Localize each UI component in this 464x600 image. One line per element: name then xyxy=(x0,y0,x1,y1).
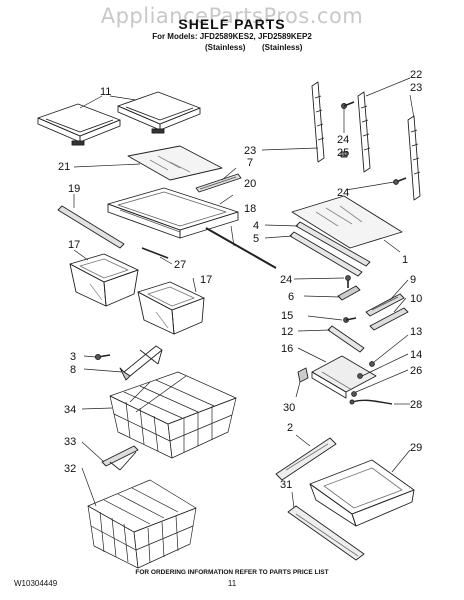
part-30-clip xyxy=(297,367,309,383)
callout-24-lower: 24 xyxy=(280,274,292,286)
callout-8: 8 xyxy=(70,364,76,376)
callout-22: 22 xyxy=(410,69,422,81)
callout-29: 29 xyxy=(410,442,422,454)
callout-14: 14 xyxy=(410,349,422,361)
callout-24-upper: 24 xyxy=(337,134,349,146)
callout-30: 30 xyxy=(283,402,295,414)
leader-lines xyxy=(73,77,415,509)
part-20-shelf-frame xyxy=(107,187,239,239)
part-2-slide-bar xyxy=(275,437,337,481)
callout-33: 33 xyxy=(64,436,76,448)
part-7-shelf-bracket xyxy=(195,173,242,193)
ordering-note: FOR ORDERING INFORMATION REFER TO PARTS … xyxy=(135,569,329,576)
callout-32: 32 xyxy=(64,463,76,475)
callout-28: 28 xyxy=(410,399,422,411)
part-17-storage-bin-left xyxy=(69,253,139,307)
callout-16: 16 xyxy=(281,343,293,355)
part-11-shelf-frame-left xyxy=(37,103,121,146)
callout-5: 5 xyxy=(253,233,259,245)
part-26-screw xyxy=(351,391,357,397)
part-3-screw xyxy=(94,353,111,361)
callout-7: 7 xyxy=(247,157,253,169)
part-13-screw xyxy=(369,361,375,367)
part-28-wire xyxy=(349,399,393,405)
callout-6: 6 xyxy=(288,291,294,303)
part-12-rail xyxy=(327,325,365,353)
part-29-crisper-tray xyxy=(309,459,415,527)
callout-9: 9 xyxy=(410,274,416,286)
part-11-shelf-frame-right xyxy=(117,91,201,134)
page-number: 11 xyxy=(227,579,237,588)
part-16-bracket-assembly xyxy=(311,355,377,399)
callout-4: 4 xyxy=(253,220,259,232)
part-18-shelf-rod xyxy=(205,227,277,269)
callout-31: 31 xyxy=(280,479,292,491)
callout-27: 27 xyxy=(174,259,186,271)
part-5-shelf-trim xyxy=(289,231,363,277)
part-22-shelf-ladder-center xyxy=(357,91,371,173)
part-33-basket-bracket xyxy=(101,445,139,471)
part-31-cover-strip xyxy=(287,505,365,561)
part-17-storage-bin-right xyxy=(137,281,205,335)
callout-15: 15 xyxy=(281,310,293,322)
callout-23-left: 23 xyxy=(244,145,256,157)
callout-34: 34 xyxy=(64,404,76,416)
part-23-shelf-ladder-right xyxy=(407,115,421,201)
models-line: For Models: JFD2589KES2, JFD2589KEP2 xyxy=(152,32,312,41)
callout-23-top: 23 xyxy=(410,82,422,94)
part-9-bracket xyxy=(365,293,405,317)
variant-label-2: (Stainless) xyxy=(262,43,303,52)
part-24-screw-lower xyxy=(345,275,351,288)
part-6-bracket xyxy=(337,285,361,301)
part-21-glass-shelf xyxy=(127,145,223,181)
callout-17-right: 17 xyxy=(200,274,212,286)
part-15-screw xyxy=(343,317,357,323)
part-24-screw-middle xyxy=(393,177,407,185)
callout-20: 20 xyxy=(244,178,256,190)
part-32-wire-basket xyxy=(87,479,197,569)
callout-18: 18 xyxy=(244,203,256,215)
callout-26: 26 xyxy=(410,365,422,377)
callout-21: 21 xyxy=(58,161,70,173)
callout-17-left: 17 xyxy=(68,239,80,251)
callout-10: 10 xyxy=(410,293,422,305)
callout-labels: 11 21 19 17 17 20 7 18 27 22 23 23 24 25… xyxy=(58,69,422,491)
callout-1: 1 xyxy=(402,254,408,266)
callout-19: 19 xyxy=(68,183,80,195)
callout-11: 11 xyxy=(100,86,111,98)
part-8-basket-bracket xyxy=(119,345,163,381)
watermark: AppliancePartsPros.com xyxy=(100,4,364,28)
part-34-wire-basket xyxy=(109,371,237,459)
page-title: SHELF PARTS xyxy=(178,16,286,32)
callout-12: 12 xyxy=(281,326,293,338)
callout-3: 3 xyxy=(70,351,76,363)
part-19-shelf-rail xyxy=(57,205,125,249)
callout-25: 25 xyxy=(337,147,349,159)
part-10-bracket xyxy=(369,307,409,331)
part-24-screw-upper xyxy=(341,101,355,109)
variant-label-1: (Stainless) xyxy=(205,43,246,52)
part-27-screw xyxy=(141,247,169,259)
document-number: W10304449 xyxy=(14,579,58,588)
callout-2: 2 xyxy=(287,422,293,434)
part-22-shelf-ladder-left xyxy=(311,81,325,163)
callout-24-middle: 24 xyxy=(337,187,349,199)
callout-13: 13 xyxy=(410,326,422,338)
part-14-screw xyxy=(357,373,363,379)
part-4-shelf-trim xyxy=(295,221,371,267)
part-1-glass-shelf xyxy=(291,195,403,249)
